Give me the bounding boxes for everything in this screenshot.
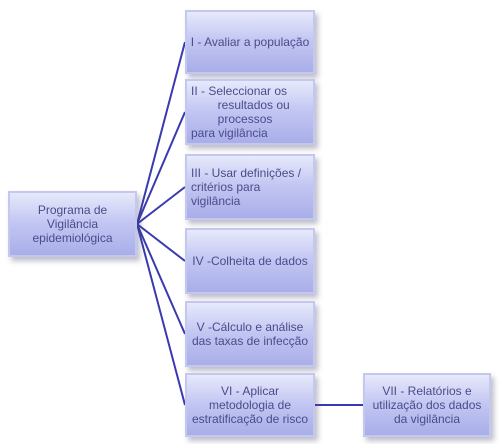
- connector-step-6: [136, 223, 186, 406]
- step-node-6: VI - Aplicar metodologia de estratificaç…: [185, 373, 315, 437]
- connector-step-3: [136, 186, 186, 225]
- step-label-5: V -Cálculo e análise das taxas de infecç…: [191, 320, 309, 348]
- step-node-5: V -Cálculo e análise das taxas de infecç…: [185, 301, 315, 367]
- step-label-1: I - Avaliar a população: [190, 35, 310, 49]
- step-node-2: II - Seleccionar os resultados ou proces…: [185, 79, 315, 145]
- step-node-4: IV -Colheita de dados: [185, 228, 315, 294]
- connector-step-4: [136, 223, 186, 262]
- final-label: VII - Relatórios e utilização dos dados …: [372, 384, 482, 426]
- step-node-3: III - Usar definições / critérios para v…: [185, 154, 315, 220]
- step-label-6: VI - Aplicar metodologia de estratificaç…: [191, 384, 309, 426]
- root-label: Programa de Vigilância epidemiológica: [32, 203, 113, 245]
- connector-step-2: [136, 111, 186, 225]
- final-node: VII - Relatórios e utilização dos dados …: [363, 373, 491, 437]
- step-label-4: IV -Colheita de dados: [192, 254, 308, 268]
- connector-step-5: [136, 223, 186, 335]
- root-node: Programa de Vigilância epidemiológica: [8, 191, 137, 257]
- connector-step-1: [136, 41, 186, 225]
- step-label-2: II - Seleccionar os resultados ou proces…: [191, 84, 290, 140]
- step-label-3: III - Usar definições / critérios para v…: [191, 166, 302, 208]
- step-node-1: I - Avaliar a população: [185, 10, 315, 74]
